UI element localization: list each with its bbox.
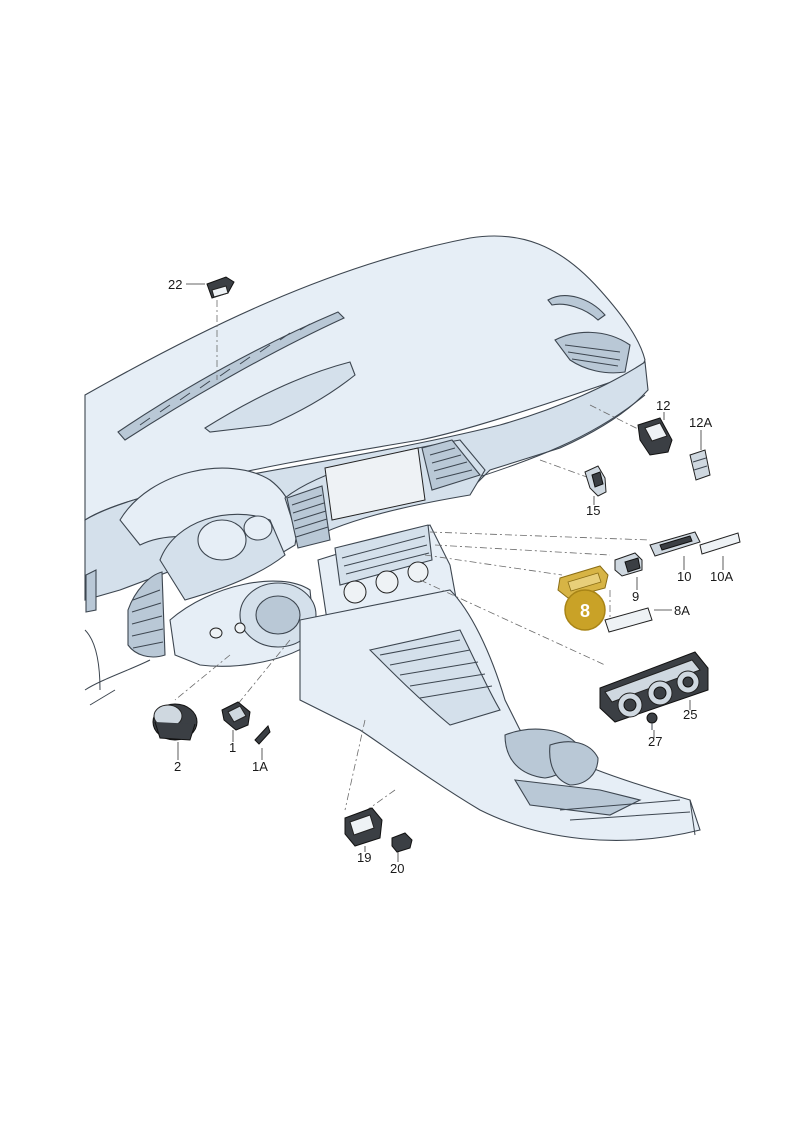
dashboard-body [84,235,701,841]
part-12A-switch[interactable] [689,449,711,481]
label-22: 22 [168,277,182,292]
label-19: 19 [357,850,371,865]
label-27: 27 [648,734,662,749]
label-2: 2 [174,759,181,774]
label-12: 12 [656,398,670,413]
label-10A: 10A [710,569,733,584]
label-15: 15 [586,503,600,518]
label-20: 20 [390,861,404,876]
part-8A-trim[interactable] [604,607,653,633]
callout-labels: 22 12 12A 15 9 10 10A 8A 25 27 1 1A 2 19… [168,277,733,876]
part-15-bracket[interactable] [584,465,607,497]
part-12-switch[interactable] [637,417,673,456]
label-25: 25 [683,707,697,722]
part-19-usb-socket[interactable] [344,807,383,847]
highlight-label: 8 [580,601,590,621]
part-8-highlighted-switch[interactable]: 8 [557,565,609,631]
part-2-light-switch[interactable] [152,703,198,741]
label-12A: 12A [689,415,712,430]
part-1A-pin[interactable] [254,725,271,745]
part-9-switch[interactable] [614,552,643,577]
part-27-screw[interactable] [646,712,658,730]
label-1: 1 [229,740,236,755]
part-10-switch-strip[interactable] [649,531,701,557]
label-10: 10 [677,569,691,584]
label-8A: 8A [674,603,690,618]
part-25-climate-control-panel[interactable] [599,651,709,723]
part-10A-trim[interactable] [699,532,741,555]
label-leads [177,283,724,862]
part-1-switch[interactable] [221,701,251,731]
part-20-cap[interactable] [391,832,413,853]
part-22-sensor[interactable] [206,276,235,299]
label-9: 9 [632,589,639,604]
highlight-badge [564,589,606,631]
label-1A: 1A [252,759,268,774]
